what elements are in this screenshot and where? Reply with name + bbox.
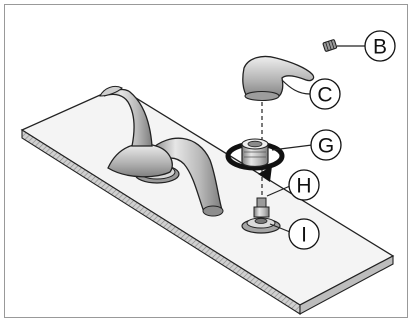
valve-base-i: [241, 217, 281, 234]
callout-i: I: [288, 218, 320, 250]
callout-c-label: C: [317, 84, 332, 107]
handle-c: [242, 55, 315, 102]
leader-lines: [266, 45, 365, 233]
callout-b-label: B: [373, 36, 387, 59]
adapter-g: [225, 138, 285, 182]
callout-i-label: I: [301, 224, 307, 247]
callout-g: G: [310, 129, 342, 161]
callout-h-label: H: [296, 175, 311, 198]
callout-c: C: [309, 78, 341, 110]
faucet-spout: [99, 85, 224, 217]
valve-stem-h: [253, 197, 270, 218]
callout-h: H: [288, 169, 320, 201]
callout-b: B: [364, 30, 396, 62]
callout-g-label: G: [318, 135, 334, 158]
set-screw-b: [322, 39, 338, 52]
